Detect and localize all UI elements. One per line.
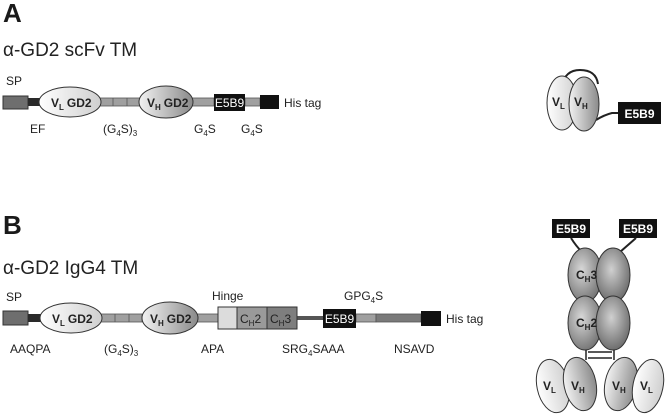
e5b9-tag-box — [323, 309, 356, 328]
ef-label: EF — [30, 122, 45, 136]
apa-segment — [195, 313, 219, 323]
ef-segment — [28, 98, 40, 106]
igg-right-tag-connector — [619, 237, 637, 253]
scfv-e5b9-box — [618, 102, 661, 124]
gpg4s-label: GPG4S — [344, 289, 383, 305]
e5b9-tag-label: E5B9 — [325, 312, 355, 326]
his-tag-box — [260, 95, 279, 109]
his-tag-label: His tag — [284, 96, 321, 110]
ch3-box-label: CH3 — [270, 312, 291, 328]
sp-block — [2, 95, 29, 110]
igg-vh-right-label: VH — [612, 379, 626, 395]
scfv-e5b9-label: E5B9 — [624, 107, 654, 121]
igg-e5b9-left-label: E5B9 — [556, 222, 586, 236]
hinge-label: Hinge — [212, 289, 244, 303]
hinge-box — [217, 306, 238, 330]
g4s3-label: (G4S)3 — [103, 122, 138, 138]
igg-e5b9-left-box — [552, 219, 590, 238]
aaqpa-segment — [28, 314, 42, 322]
sp-block — [2, 310, 29, 326]
vh-gd2-domain — [138, 85, 194, 119]
panel-b-letter: B — [3, 210, 22, 240]
nsavd-label: NSAVD — [394, 342, 435, 356]
g4s3-linker-segment — [99, 97, 141, 107]
sp-label: SP — [6, 290, 22, 304]
g4s-linker-segment-1 — [191, 97, 215, 107]
apa-label: APA — [201, 342, 224, 356]
nsavd-segment — [375, 313, 422, 323]
his-tag-label: His tag — [446, 312, 483, 326]
igg-vl-right-label: VL — [640, 379, 653, 395]
igg-ch2-right-domain — [595, 295, 631, 351]
g4s-label-2: G4S — [241, 122, 263, 138]
scfv-vh-label: VH — [574, 95, 588, 111]
igg-ch3-label: CH3 — [576, 268, 597, 284]
e5b9-tag-label: E5B9 — [215, 96, 245, 110]
g4s3-label: (G4S)3 — [104, 342, 139, 358]
igg-vh-left-domain — [562, 356, 598, 412]
ch3-box — [266, 306, 298, 330]
scfv-tag-connector — [595, 112, 620, 121]
panel-b-igg-schematic: E5B9 E5B9 CH3 CH2 VL VH VH VL — [535, 219, 665, 414]
panel-a-title: α-GD2 scFv TM — [3, 40, 137, 61]
igg-vl-right-domain — [631, 358, 665, 414]
igg-vl-left-label: VL — [543, 379, 556, 395]
panel-b-title: α-GD2 IgG4 TM — [3, 258, 138, 279]
igg-e5b9-right-label: E5B9 — [623, 222, 653, 236]
gpg4s-segment — [355, 313, 377, 323]
vh-gd2-domain — [141, 301, 199, 335]
g4s-label-1: G4S — [194, 122, 216, 138]
scfv-vh-domain — [568, 76, 600, 132]
panel-a-scfv-schematic: VL VH E5B9 — [546, 68, 661, 132]
igg-ch3-right-domain — [595, 247, 631, 303]
g4s3-linker-segment — [100, 313, 143, 323]
sp-label: SP — [6, 74, 22, 88]
igg-vh-left-label: VH — [571, 379, 585, 395]
vl-gd2-domain — [38, 86, 102, 118]
ch2-box-label: CH2 — [240, 312, 261, 328]
his-tag-box — [421, 311, 441, 326]
vl-gd2-domain — [39, 302, 103, 334]
igg-e5b9-right-box — [619, 219, 657, 238]
aaqpa-label: AAQPA — [10, 342, 50, 356]
panel-a-letter: A — [3, 0, 22, 28]
igg-ch2-label: CH2 — [576, 316, 597, 332]
g4s-linker-segment-2 — [244, 97, 261, 107]
e5b9-tag-box — [214, 94, 245, 111]
scfv-vl-label: VL — [552, 95, 565, 111]
srg4saaa-label: SRG4SAAA — [282, 342, 344, 358]
